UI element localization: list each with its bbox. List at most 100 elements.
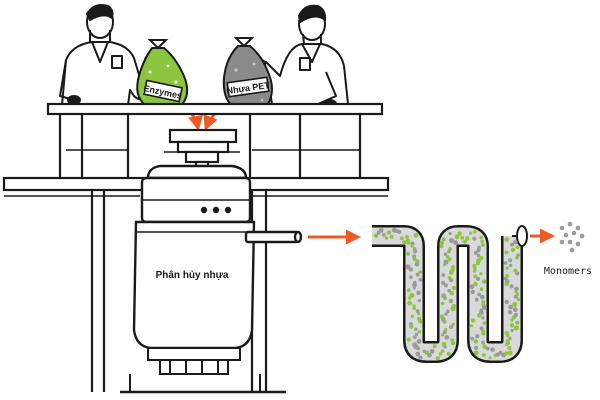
tube-particle (389, 234, 394, 239)
tube-particle (482, 321, 487, 325)
tube-particle (471, 318, 476, 323)
tube-particle (406, 251, 410, 256)
tube-particle (470, 336, 475, 341)
tube-particle (442, 330, 447, 335)
tube-particle (441, 341, 447, 347)
tube-particle (476, 248, 481, 253)
tube-particle (410, 244, 414, 248)
tube-particle (378, 228, 384, 233)
tube-particle (482, 305, 487, 310)
tube-particle (373, 233, 379, 238)
tube-particle (448, 231, 452, 236)
tube-particle (470, 289, 475, 295)
tube-particle (488, 356, 492, 360)
tube-particle (504, 351, 509, 356)
tube-particle (457, 231, 462, 236)
tube-particle (462, 239, 467, 244)
tube-particle (405, 235, 409, 239)
tube-particle (481, 331, 486, 336)
tube-particle (381, 232, 386, 237)
tube-particle (412, 257, 417, 261)
tube-particle (504, 250, 509, 255)
tube-particle (482, 279, 487, 284)
tube-particle (460, 235, 465, 240)
tube-particle (507, 310, 513, 315)
tube-particle (418, 277, 423, 282)
tube-particle (443, 259, 449, 265)
tube-particle (476, 312, 482, 318)
tube-particle (482, 353, 486, 357)
tube-particle (441, 293, 446, 299)
tube-particle (465, 236, 470, 241)
tube-particle (469, 231, 473, 235)
tube-particle (446, 351, 451, 356)
tube-particle (504, 237, 510, 242)
tube-particle (473, 281, 478, 287)
tube-particle (415, 272, 420, 277)
tube-particle (441, 280, 446, 285)
tube-particle (474, 345, 479, 350)
tube-particle (473, 339, 479, 344)
tube-particle (407, 288, 411, 293)
pet-bag (222, 37, 273, 113)
tube-particle (450, 338, 455, 342)
tube-particle (447, 288, 451, 293)
tube-particle (412, 304, 416, 308)
tube-particle (427, 353, 432, 358)
tube-particle (444, 312, 448, 316)
tube-particle (507, 350, 513, 356)
tube-particle (508, 304, 514, 310)
left-scientist (59, 4, 159, 106)
tube-particle (435, 356, 440, 361)
tube-particle (416, 339, 422, 344)
tube-particle (440, 349, 445, 353)
tube-particle (513, 294, 518, 299)
tube-particle (443, 252, 448, 256)
tube-particle (397, 230, 402, 234)
tube-particle (480, 239, 484, 244)
tube-particle (413, 232, 419, 238)
tube-particle (514, 286, 519, 292)
tube-particle (473, 350, 479, 356)
tube-particle (479, 272, 483, 276)
tube-particle (475, 333, 480, 339)
tube-particle (451, 322, 455, 327)
tube-particle (513, 239, 518, 245)
tube-particle (473, 266, 477, 271)
tube-particle (504, 299, 509, 305)
tube-particle (515, 255, 519, 260)
tube-particle (472, 236, 477, 241)
tube-particle (438, 352, 443, 356)
tube-particle (509, 323, 515, 328)
tube-particle (446, 309, 450, 314)
tube-particle (414, 261, 420, 267)
tube-particle (508, 336, 512, 340)
monomers-label: Monomers (544, 266, 592, 277)
tube-particle (412, 306, 416, 311)
tube-particle (417, 311, 421, 316)
tube-particle (400, 236, 404, 241)
tube-particle (409, 275, 413, 280)
tube-particle (418, 270, 423, 274)
tube-particle (473, 230, 477, 234)
tube-particle (454, 234, 460, 240)
tube-particle (416, 290, 421, 295)
tube-particle (515, 292, 520, 296)
tube-particle (448, 298, 453, 304)
tube-particle (513, 312, 518, 318)
tube-particle (516, 297, 521, 302)
tube-particle (409, 324, 414, 329)
tube-particle (407, 300, 413, 306)
tube-particle (439, 240, 444, 245)
tube-particle (474, 297, 479, 302)
tube-particle (451, 285, 457, 291)
tube-particle (498, 350, 503, 355)
tube-particle (485, 346, 490, 351)
tube-particle (473, 274, 477, 279)
tube-particle (445, 255, 450, 259)
tube-particle (386, 230, 392, 235)
tube-particle (447, 275, 452, 280)
tube-particle (402, 240, 407, 245)
tube-particle (473, 251, 478, 255)
tube-particle (439, 314, 444, 319)
